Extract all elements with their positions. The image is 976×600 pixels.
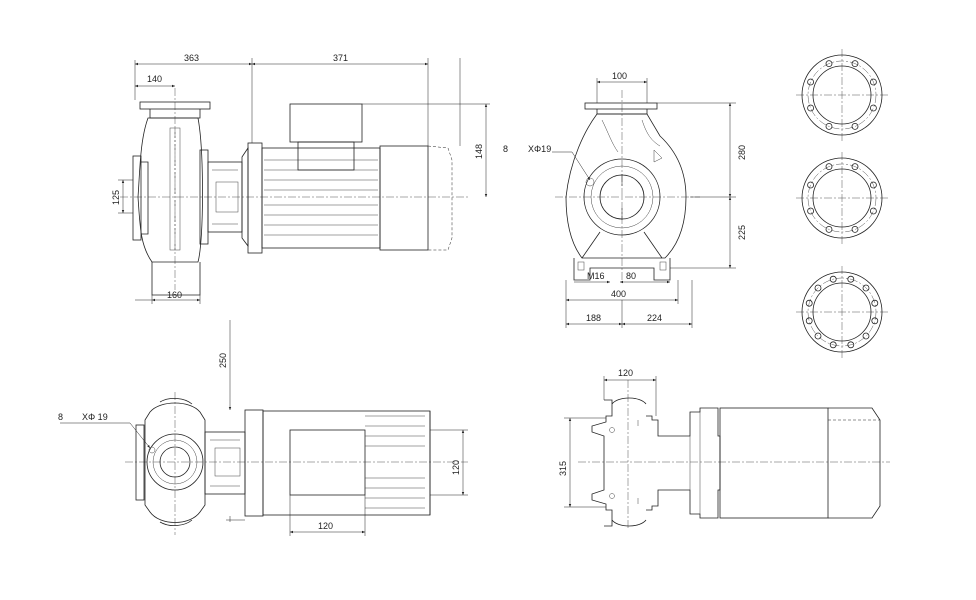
flange-bolt-hole	[825, 60, 833, 67]
dim-front-foot-width: 80	[626, 271, 636, 281]
dim-top-height: 250	[218, 353, 228, 368]
flange-bolt-hole	[825, 225, 833, 233]
flange-bolt-hole	[825, 163, 833, 171]
flange-bolt-circle	[807, 60, 877, 130]
back-view: 120 315	[558, 368, 890, 528]
flange-bolt-hole	[814, 284, 822, 292]
dim-back-flange: 120	[618, 368, 633, 378]
dim-front-bolt-size: M16	[587, 271, 605, 281]
flange-bolt-hole	[851, 225, 859, 233]
dim-side-shaft-height: 125	[111, 190, 121, 205]
dim-side-motor-height: 148	[474, 144, 484, 159]
flange-bolt-hole	[862, 284, 870, 292]
motor-fins	[264, 159, 378, 236]
flange-outer-circle	[801, 271, 883, 353]
flange-diagram-8-holes-a	[796, 49, 888, 141]
dim-top-motor-width: 120	[451, 460, 461, 475]
flange-bore-circle	[812, 168, 872, 228]
flange-bolt-hole	[807, 181, 814, 189]
front-view: 8 XΦ19 100 280 225 M16 80 400 188 224	[503, 71, 747, 328]
note-front-holes-count: 8	[503, 144, 508, 154]
flange-outer-circle	[801, 54, 883, 136]
dim-front-left-half: 188	[586, 313, 601, 323]
dim-front-right-half: 224	[647, 313, 662, 323]
flange-bolt-hole	[851, 123, 859, 130]
flange-bolt-hole	[871, 299, 879, 307]
dim-front-lower-height: 225	[737, 225, 747, 240]
dim-front-upper-height: 280	[737, 145, 747, 160]
dim-top-motor-length: 120	[318, 521, 333, 531]
flange-outer-circle	[801, 157, 883, 239]
flange-bolt-hole	[829, 341, 837, 349]
flange-bolt-hole	[807, 78, 814, 86]
flange-bolt-hole	[805, 299, 813, 307]
note-top-holes-dia: XΦ 19	[82, 412, 108, 422]
flange-bolt-hole	[847, 275, 855, 283]
flange-bolt-circle	[807, 163, 877, 233]
flange-bolt-hole	[851, 163, 859, 171]
dim-front-foot-span: 400	[611, 289, 626, 299]
flange-bolt-hole	[814, 332, 822, 340]
flange-bolt-circle	[807, 277, 877, 347]
flange-bolt-hole	[807, 104, 814, 112]
flange-bolt-hole	[851, 60, 859, 67]
flange-bolt-hole	[871, 317, 879, 325]
dim-side-base: 160	[167, 290, 182, 300]
flange-diagram-12-holes	[796, 266, 888, 358]
flange-diagrams	[796, 49, 888, 358]
flange-bore-circle	[812, 65, 872, 125]
flange-bolt-hole	[829, 275, 837, 283]
dim-side-overall: 363	[184, 53, 199, 63]
flange-bolt-hole	[805, 317, 813, 325]
note-top-holes-count: 8	[58, 412, 63, 422]
flange-bolt-hole	[847, 341, 855, 349]
flange-bolt-hole	[870, 181, 877, 189]
dim-side-suction-flange: 140	[147, 74, 162, 84]
note-front-holes-dia: XΦ19	[528, 144, 551, 154]
flange-diagram-8-holes-b	[796, 152, 888, 244]
flange-bolt-hole	[825, 123, 833, 130]
dim-front-discharge: 100	[612, 71, 627, 81]
flange-bolt-hole	[870, 104, 877, 112]
side-view: 363 371 140 125 148 160	[111, 53, 490, 304]
dim-side-motor: 371	[333, 53, 348, 63]
top-view: 8 XΦ 19 250 120 120	[58, 320, 468, 536]
flange-bolt-hole	[870, 78, 877, 86]
dim-back-height: 315	[558, 461, 568, 476]
flange-bore-circle	[812, 282, 872, 342]
flange-bolt-hole	[870, 207, 877, 215]
flange-bolt-hole	[862, 332, 870, 340]
flange-bolt-hole	[807, 207, 814, 215]
